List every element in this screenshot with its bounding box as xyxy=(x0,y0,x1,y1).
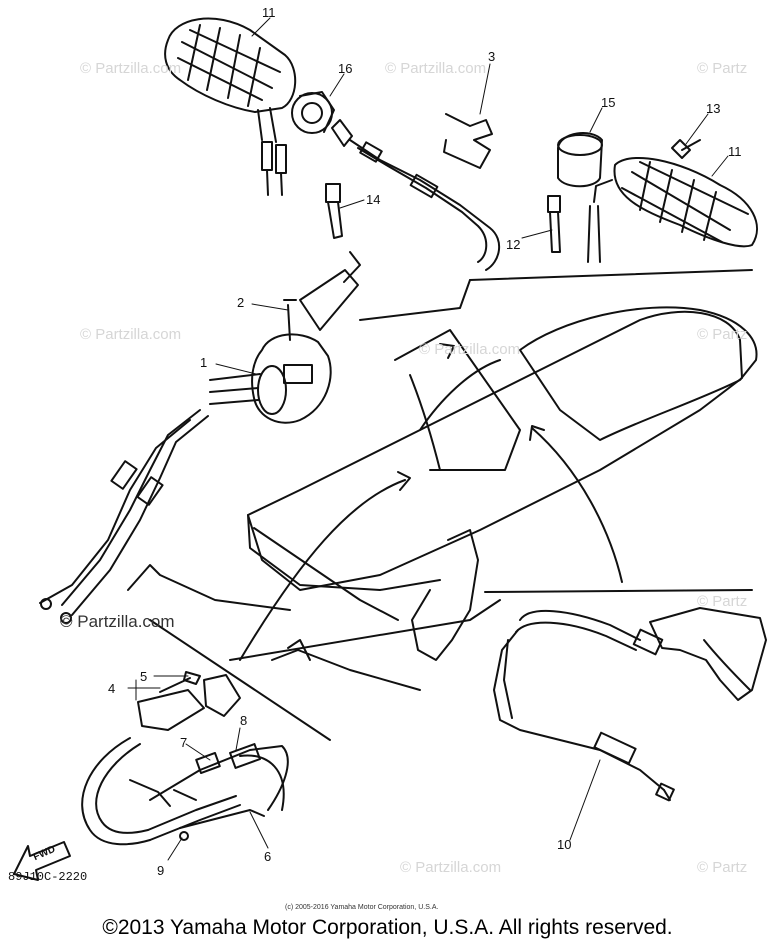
watermark: © Partzilla.com xyxy=(385,60,487,77)
callout-11-left: 11 xyxy=(262,5,276,20)
callout-8: 8 xyxy=(240,713,248,728)
clip-part xyxy=(443,113,493,169)
watermark: © Partzilla.com xyxy=(80,326,182,343)
pointer-arrows xyxy=(149,269,753,741)
cable-tie-12 xyxy=(547,195,561,253)
watermark: © Partz xyxy=(697,60,748,77)
cable-tie-14 xyxy=(325,183,343,239)
switch-housing-part xyxy=(209,251,361,424)
grip-sleeve-part xyxy=(557,132,603,188)
throttle-lever-part xyxy=(137,671,241,731)
brake-cable-part xyxy=(493,610,675,802)
callout-13: 13 xyxy=(706,101,721,116)
callout-7: 7 xyxy=(180,735,188,750)
callout-12: 12 xyxy=(506,237,521,252)
fwd-arrow xyxy=(13,841,71,881)
leader-lines xyxy=(127,17,729,861)
small-copyright: (c) 2005-2016 Yamaha Motor Corporation, … xyxy=(285,904,439,911)
ring-part xyxy=(291,91,335,134)
callout-10: 10 xyxy=(557,837,572,852)
left-cables-part xyxy=(39,409,209,624)
callout-5: 5 xyxy=(140,669,148,684)
callout-3: 3 xyxy=(488,49,496,64)
watermark: © Partz xyxy=(697,326,748,343)
diagram-code: 89J10C-2220 xyxy=(8,870,88,884)
throttle-cable-part xyxy=(331,119,501,271)
brake-lever-part xyxy=(649,607,767,701)
watermark: © Partzilla.com xyxy=(419,341,521,358)
callout-11-right: 11 xyxy=(728,144,742,159)
watermark: © Partzilla.com xyxy=(400,859,502,876)
watermark: © Partzilla.com xyxy=(80,60,182,77)
screw-13 xyxy=(671,139,701,159)
snowmobile-body xyxy=(127,310,743,691)
watermark: © Partz xyxy=(697,859,748,876)
watermark-main: © Partzilla.com xyxy=(60,612,175,631)
callout-4: 4 xyxy=(108,681,116,696)
callout-2: 2 xyxy=(237,295,245,310)
seat-part xyxy=(519,306,758,441)
watermark: © Partz xyxy=(697,593,748,610)
callout-15: 15 xyxy=(601,95,616,110)
callout-6: 6 xyxy=(264,849,272,864)
callout-14: 14 xyxy=(366,192,381,207)
callout-1: 1 xyxy=(200,355,208,370)
left-grip-part xyxy=(164,17,297,196)
callout-16: 16 xyxy=(338,61,353,76)
footer-copyright: ©2013 Yamaha Motor Corporation, U.S.A. A… xyxy=(102,916,673,939)
right-grip-part xyxy=(587,157,758,263)
cable-loop-part xyxy=(81,737,289,846)
callout-9: 9 xyxy=(157,863,165,878)
